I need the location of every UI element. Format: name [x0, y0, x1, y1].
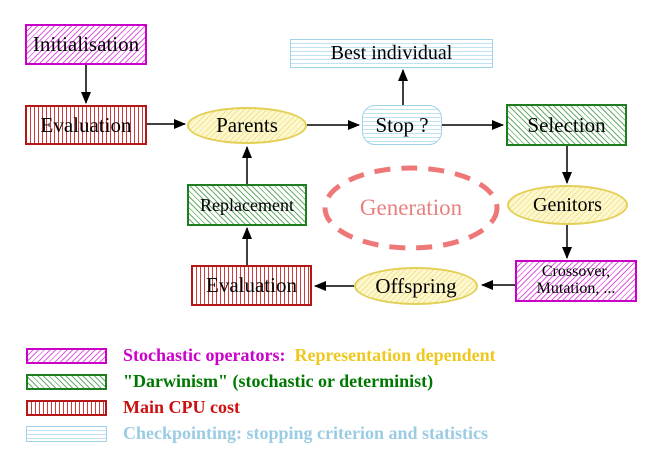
node-replacement: Replacement — [187, 184, 307, 226]
node-genitors: Genitors — [507, 185, 628, 225]
legend-row-cpu-cost: Main CPU cost — [26, 397, 240, 417]
legend-row-darwinism: "Darwinism" (stochastic or determinist) — [26, 371, 434, 391]
cyan-lines-swatch-icon — [26, 425, 107, 442]
node-evaluation-top-label: Evaluation — [40, 112, 132, 137]
node-stop: Stop ? — [362, 105, 442, 145]
magenta-hatch-swatch-icon — [26, 347, 107, 364]
node-stop-label: Stop ? — [375, 112, 429, 137]
node-crossover-mutation: Crossover, Mutation, ... — [515, 260, 637, 302]
node-replacement-label: Replacement — [200, 194, 294, 215]
legend-stochastic-part1: Stochastic operators: — [123, 345, 295, 365]
node-offspring: Offspring — [354, 267, 478, 305]
node-evaluation-bottom-label: Evaluation — [206, 273, 297, 298]
legend-row-checkpointing: Checkpointing: stopping criterion and st… — [26, 423, 489, 443]
green-hatch-swatch-icon — [26, 373, 107, 390]
legend-stochastic-part2: Representation dependent — [294, 345, 496, 365]
legend-label-checkpointing: Checkpointing: stopping criterion and st… — [123, 423, 489, 443]
node-parents: Parents — [187, 107, 307, 144]
node-crossover-line1: Crossover, — [541, 263, 611, 281]
legend-label-darwinism: "Darwinism" (stochastic or determinist) — [123, 371, 434, 391]
red-stripes-swatch-icon — [26, 399, 107, 416]
node-best-individual-label: Best individual — [330, 42, 453, 64]
legend-row-stochastic: Stochastic operators: Representation dep… — [26, 345, 496, 366]
node-best-individual: Best individual — [290, 39, 493, 68]
node-initialisation-label: Initialisation — [32, 32, 140, 57]
node-offspring-label: Offspring — [375, 273, 457, 298]
legend-label-stochastic: Stochastic operators: Representation dep… — [123, 345, 496, 366]
node-evaluation-bottom: Evaluation — [191, 265, 312, 306]
node-selection-label: Selection — [527, 112, 606, 137]
node-initialisation: Initialisation — [25, 24, 147, 65]
node-evaluation-top: Evaluation — [25, 105, 147, 145]
generation-dashed-ellipse — [322, 165, 500, 251]
node-genitors-label: Genitors — [533, 193, 602, 216]
generation-text: Generation — [359, 195, 463, 220]
node-crossover-line2: Mutation, ... — [536, 280, 616, 297]
generation-label: Generation — [325, 168, 497, 248]
node-selection: Selection — [506, 104, 627, 146]
node-parents-label: Parents — [216, 113, 278, 138]
legend-label-cpu-cost: Main CPU cost — [123, 397, 240, 417]
